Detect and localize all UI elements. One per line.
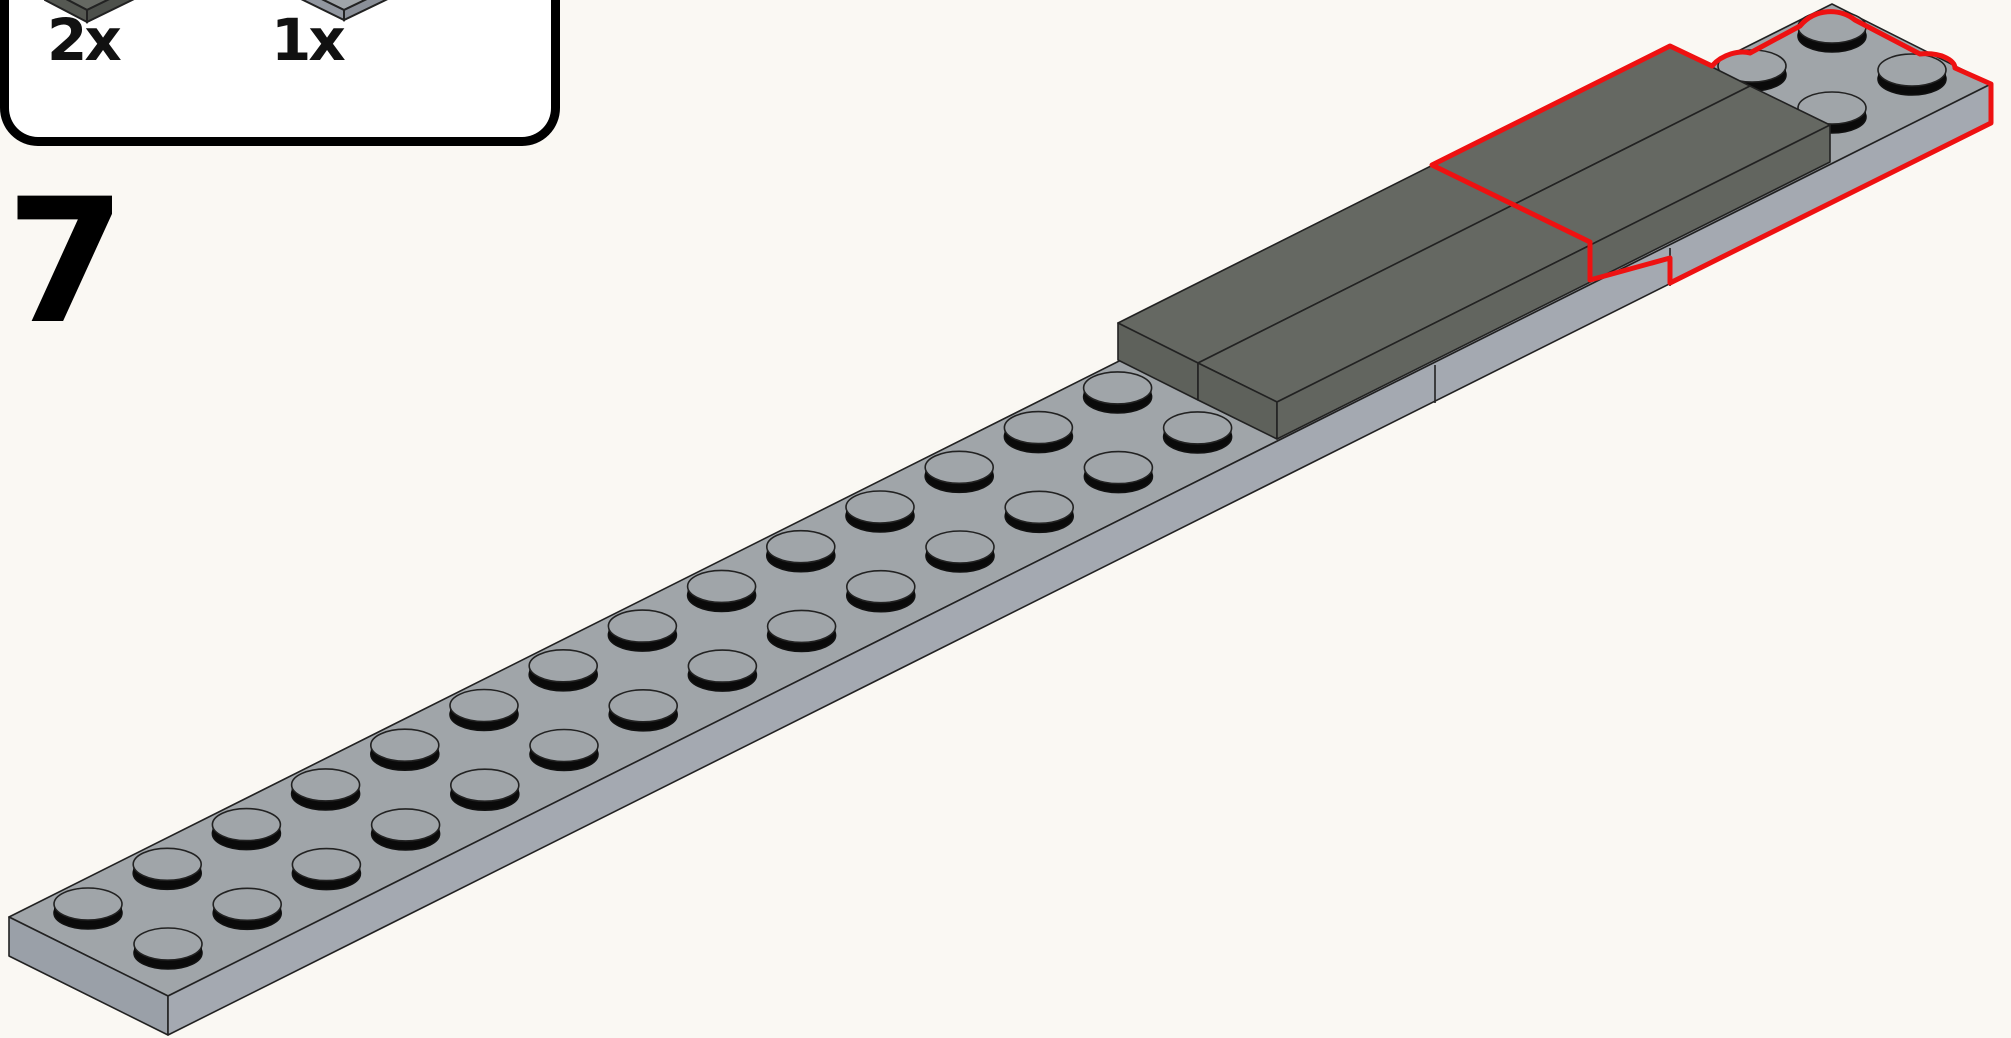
plate-stud bbox=[766, 609, 837, 653]
plate-studs bbox=[53, 10, 1947, 970]
plate-stud bbox=[765, 529, 836, 573]
plate-stud bbox=[608, 688, 679, 732]
plate-stud bbox=[1082, 371, 1153, 414]
plate-stud bbox=[291, 847, 362, 891]
parts-list-callout: 2x 1x bbox=[0, 0, 560, 146]
plate-stud bbox=[845, 569, 916, 613]
part-thumbnail-dark-tile bbox=[44, 0, 135, 24]
plate-stud bbox=[370, 808, 441, 851]
plate-stud bbox=[1162, 411, 1233, 454]
part-quantity-gray-plate: 1x bbox=[271, 6, 346, 74]
plate-stud bbox=[925, 530, 995, 573]
plate-stud bbox=[686, 569, 757, 613]
plate-stud bbox=[212, 887, 282, 931]
plate-stud bbox=[687, 649, 758, 692]
new-parts-highlight bbox=[1429, 9, 1994, 286]
plate-stud bbox=[449, 688, 519, 732]
plate-stud bbox=[449, 768, 520, 812]
plate-stud bbox=[53, 887, 123, 930]
plate-stud bbox=[1004, 490, 1074, 534]
plate-stud bbox=[1083, 450, 1154, 494]
plate-stud bbox=[924, 450, 995, 494]
plate-stud bbox=[369, 728, 440, 772]
dark-tile-right bbox=[1197, 85, 1831, 440]
part-thumbnail-gray-plate bbox=[300, 0, 388, 22]
plate-stud bbox=[1877, 53, 1947, 96]
plate-stud bbox=[1003, 410, 1074, 454]
plate-stud bbox=[845, 490, 915, 533]
step-number: 7 bbox=[6, 161, 126, 362]
parts-thumbnails bbox=[44, 0, 388, 24]
plate-stud bbox=[607, 609, 678, 652]
plate-stud bbox=[133, 927, 203, 970]
plate-stud bbox=[528, 648, 599, 692]
plate-stud bbox=[1797, 10, 1867, 53]
plate-stud bbox=[132, 847, 202, 891]
plate-stud bbox=[290, 768, 361, 811]
plate-stud bbox=[211, 807, 282, 851]
plate-stud bbox=[529, 728, 599, 772]
part-quantity-dark-tile: 2x bbox=[47, 6, 122, 74]
